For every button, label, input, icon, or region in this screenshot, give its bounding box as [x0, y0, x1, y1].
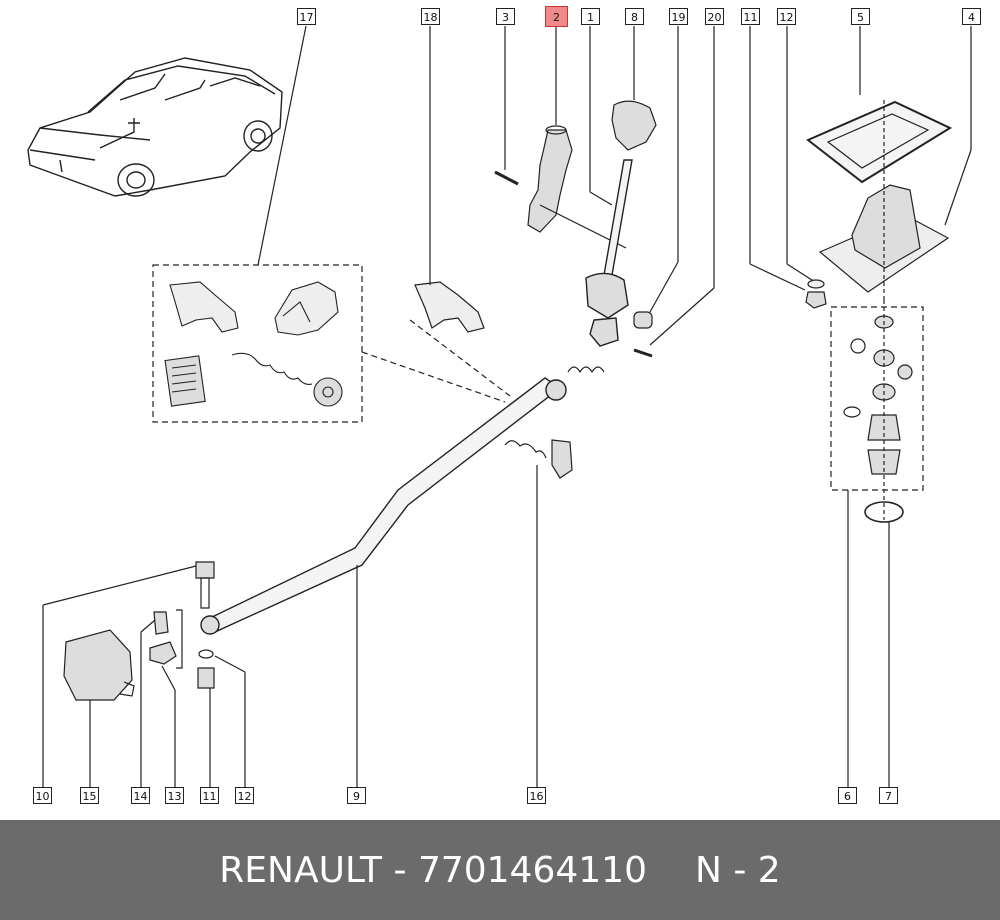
callout-17: 17 [297, 8, 316, 25]
callout-20: 20 [705, 8, 724, 25]
callout-12-top: 12 [777, 8, 796, 25]
callout-6: 6 [838, 787, 857, 804]
callout-11-bottom: 11 [200, 787, 219, 804]
callout-11-top: 11 [741, 8, 760, 25]
callout-2-highlighted: 2 [545, 6, 568, 27]
part-4-housing [818, 100, 950, 300]
part-16-spring [504, 439, 573, 479]
part-14-13-fasteners [149, 609, 183, 669]
callout-10: 10 [33, 787, 52, 804]
part-11-12-nut-washer [805, 279, 827, 309]
callout-4: 4 [962, 8, 981, 25]
callout-16: 16 [527, 787, 546, 804]
callout-15: 15 [80, 787, 99, 804]
callout-7: 7 [879, 787, 898, 804]
kit-6-box [830, 306, 924, 491]
kit-17-parts [164, 281, 343, 407]
part-1-lever [585, 159, 633, 347]
part-19-bush [633, 311, 653, 329]
callout-19: 19 [669, 8, 688, 25]
callout-1: 1 [581, 8, 600, 25]
part-8-knob [611, 100, 657, 151]
callout-3: 3 [496, 8, 515, 25]
callout-8: 8 [625, 8, 644, 25]
callout-12-bottom: 12 [235, 787, 254, 804]
part-11-12-lower [197, 649, 215, 689]
callout-9: 9 [347, 787, 366, 804]
part-3-pin [494, 170, 519, 186]
part-number: 7701464110 [417, 849, 647, 891]
part-15-boot [63, 629, 135, 701]
brand-name: RENAULT [219, 849, 383, 891]
callout-13: 13 [165, 787, 184, 804]
kit-17-box [152, 264, 363, 423]
part-10-bolt [195, 561, 215, 609]
part-5-gasket [806, 100, 953, 184]
car-illustration [27, 57, 283, 197]
position-label: N - 2 [694, 849, 781, 891]
kit-6-parts [843, 300, 913, 520]
callout-18: 18 [421, 8, 440, 25]
part-7-circlip [864, 501, 904, 523]
part-18-fork [414, 281, 485, 333]
part-info-footer: RENAULT - 7701464110 N - 2 [0, 820, 1000, 920]
callout-5: 5 [851, 8, 870, 25]
callout-14: 14 [131, 787, 150, 804]
part-20-spring [567, 348, 653, 374]
gearshift-exploded-diagram [27, 25, 972, 787]
part-9-shift-rod [200, 377, 567, 635]
brand-separator: - [382, 849, 418, 891]
